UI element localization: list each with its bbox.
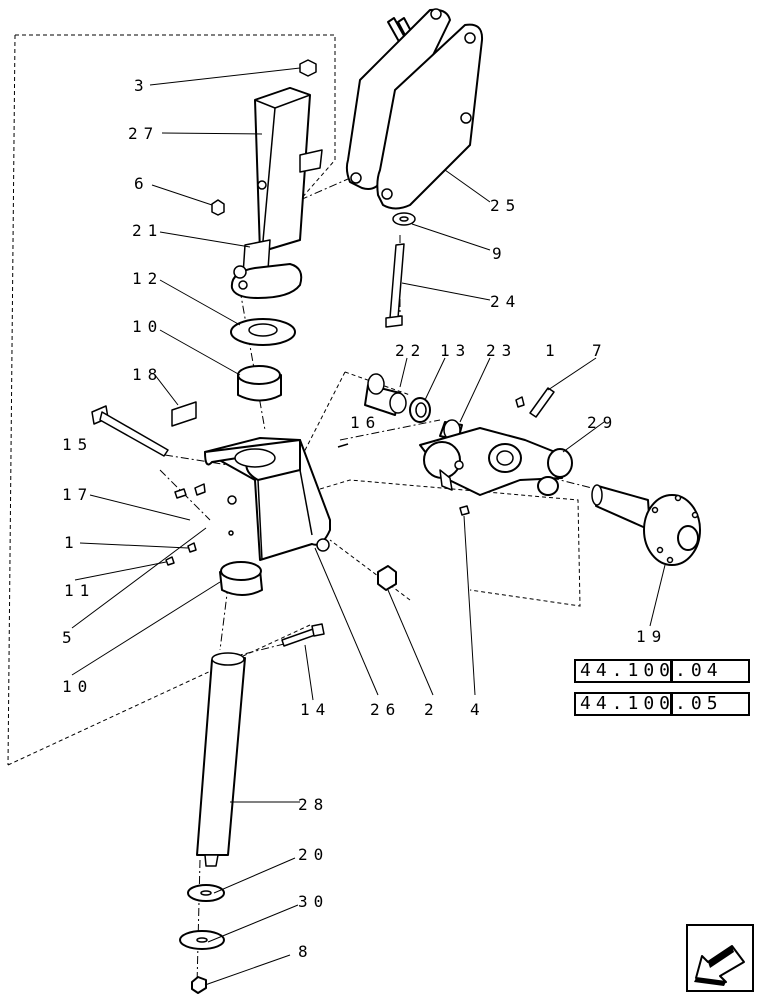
bushing-10-lower — [219, 561, 263, 596]
bushing-22 — [364, 373, 407, 416]
callout-23: 23 — [486, 341, 517, 360]
pin-7 — [529, 387, 555, 418]
fitting-1b — [515, 396, 525, 408]
seal-13 — [409, 397, 431, 423]
washer-30 — [179, 930, 225, 950]
callout-17: 17 — [62, 485, 93, 504]
nut-8 — [191, 976, 207, 994]
fitting-4 — [459, 505, 470, 516]
reference-link-44-100-05[interactable]: 44.100.05 — [574, 692, 750, 716]
callout-labels: 3 27 6 21 12 10 18 15 17 1 11 5 10 25 9 … — [62, 76, 667, 961]
spindle-28 — [196, 652, 246, 867]
bolt-14 — [281, 623, 325, 647]
callout-26: 26 — [370, 700, 401, 719]
bolt-24 — [385, 243, 405, 328]
callout-20: 20 — [298, 845, 329, 864]
nut-6 — [211, 199, 225, 216]
callout-12: 12 — [132, 269, 163, 288]
callout-16: 16 — [350, 413, 381, 432]
fitting-5 — [165, 556, 175, 566]
caster-yoke-29 — [419, 427, 573, 496]
callout-25: 25 — [490, 196, 521, 215]
screw-17 — [174, 488, 187, 499]
callout-22: 22 — [395, 341, 426, 360]
callout-30: 30 — [298, 892, 329, 911]
back-button[interactable] — [686, 924, 754, 992]
nut-2 — [377, 565, 397, 591]
decal-18 — [171, 401, 197, 427]
callout-27: 27 — [128, 124, 159, 143]
reference-label: 44.100.04 — [580, 660, 723, 681]
callout-13: 13 — [440, 341, 471, 360]
callout-6: 6 — [134, 174, 150, 193]
callout-1-left: 1 — [64, 533, 80, 552]
bolt-15 — [91, 405, 169, 457]
callout-15: 15 — [62, 435, 93, 454]
callout-14: 14 — [300, 700, 331, 719]
callout-7: 7 — [592, 341, 608, 360]
callout-28: 28 — [298, 795, 329, 814]
callout-11: 11 — [64, 581, 95, 600]
screw-16 — [194, 483, 206, 496]
reference-label: 44.100.05 — [580, 693, 723, 714]
callout-10-lower: 10 — [62, 677, 93, 696]
assembly-boundary — [7, 34, 581, 766]
upright-post — [230, 87, 323, 299]
fitting-1 — [187, 542, 197, 553]
callout-29: 29 — [587, 413, 618, 432]
callout-4: 4 — [470, 700, 486, 719]
callout-18: 18 — [132, 365, 163, 384]
washer-20 — [187, 884, 225, 902]
callout-21: 21 — [132, 221, 163, 240]
back-arrow-icon — [694, 945, 745, 986]
axle-hub-19 — [591, 484, 701, 566]
reference-divider — [670, 661, 673, 681]
washer-12 — [230, 318, 296, 346]
leader-lines — [71, 67, 666, 986]
washer-9 — [392, 212, 416, 226]
pin-16 — [337, 443, 349, 448]
reference-link-44-100-04[interactable]: 44.100.04 — [574, 659, 750, 683]
callout-5: 5 — [62, 628, 78, 647]
callout-9: 9 — [492, 244, 508, 263]
nut-3 — [299, 59, 317, 77]
reference-divider — [670, 694, 673, 714]
mounting-plates — [345, 8, 484, 210]
callout-8: 8 — [298, 942, 314, 961]
callout-3: 3 — [134, 76, 150, 95]
callout-1-right: 1 — [545, 341, 561, 360]
callout-10-upper: 10 — [132, 317, 163, 336]
swivel-bracket — [204, 437, 331, 561]
callout-2: 2 — [424, 700, 440, 719]
bushing-10-upper — [237, 365, 282, 402]
callout-24: 24 — [490, 292, 521, 311]
callout-19: 19 — [636, 627, 667, 646]
